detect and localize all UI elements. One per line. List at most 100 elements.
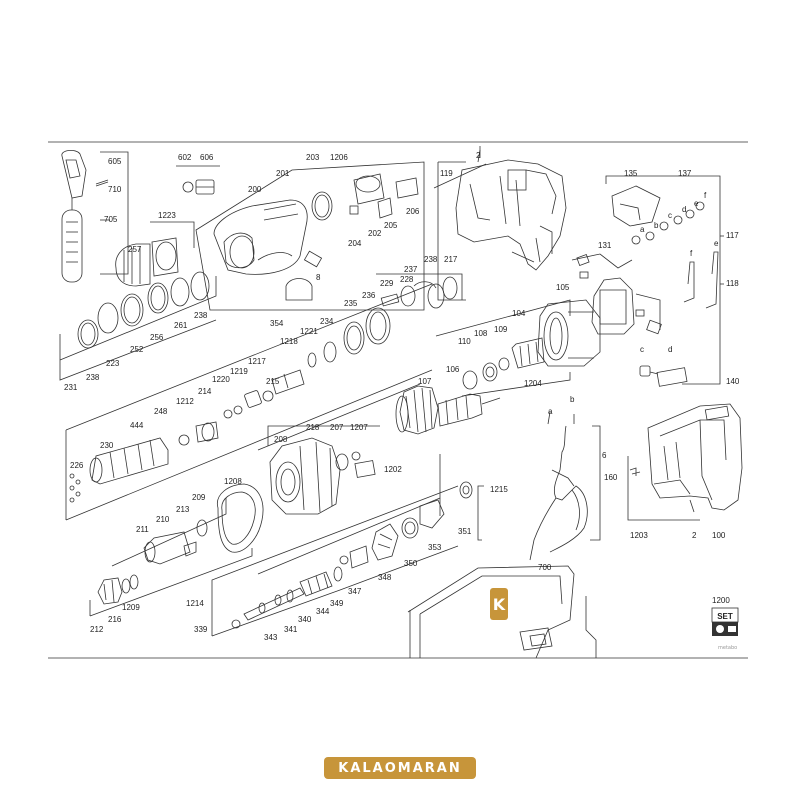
part-label-210: 210 [156, 515, 170, 524]
part-label-237: 237 [404, 265, 418, 274]
part-label-223: 223 [106, 359, 120, 368]
part-label-218: 218 [306, 423, 320, 432]
part-label-236: 236 [362, 291, 376, 300]
part-label-b2: b [570, 395, 575, 404]
part-label-104: 104 [512, 309, 526, 318]
part-label-1223: 1223 [158, 211, 176, 220]
part-label-238b: 238 [86, 373, 100, 382]
part-label-1214: 1214 [186, 599, 204, 608]
part-label-1218: 1218 [280, 337, 298, 346]
watermark-letter: K [493, 595, 506, 614]
part-label-344: 344 [316, 607, 330, 616]
part-label-444: 444 [130, 421, 144, 430]
part-label-1207: 1207 [350, 423, 368, 432]
part-label-1202: 1202 [384, 465, 402, 474]
part-label-605: 605 [108, 157, 122, 166]
part-label-217: 217 [444, 255, 458, 264]
part-label-a2: a [548, 407, 553, 416]
part-label-6: 6 [602, 451, 607, 460]
part-label-212: 212 [90, 625, 104, 634]
part-label-349: 349 [330, 599, 344, 608]
part-label-238a: 238 [194, 311, 208, 320]
part-label-228: 228 [400, 275, 414, 284]
part-label-606: 606 [200, 153, 214, 162]
part-label-350: 350 [404, 559, 418, 568]
part-label-2a: 2 [476, 151, 481, 160]
part-label-1200: 1200 [712, 596, 730, 605]
part-label-105: 105 [556, 283, 570, 292]
part-label-208: 208 [274, 435, 288, 444]
part-label-137: 137 [678, 169, 692, 178]
part-label-1208: 1208 [224, 477, 242, 486]
part-label-107: 107 [418, 377, 432, 386]
part-label-c1: c [668, 211, 672, 220]
part-label-235: 235 [344, 299, 358, 308]
part-label-204: 204 [348, 239, 362, 248]
part-label-230: 230 [100, 441, 114, 450]
set-icon-plug [728, 626, 736, 632]
part-label-229: 229 [380, 279, 394, 288]
part-label-339: 339 [194, 625, 208, 634]
part-label-f1: f [704, 191, 707, 200]
part-label-207: 207 [330, 423, 344, 432]
part-label-341: 341 [284, 625, 298, 634]
part-label-2b: 2 [692, 531, 697, 540]
part-label-206: 206 [406, 207, 420, 216]
part-label-602: 602 [178, 153, 192, 162]
part-label-1204: 1204 [524, 379, 542, 388]
part-label-234: 234 [320, 317, 334, 326]
part-label-348: 348 [378, 573, 392, 582]
part-label-109: 109 [494, 325, 508, 334]
part-label-261: 261 [174, 321, 188, 330]
diagram-lines [59, 146, 743, 659]
part-label-353: 353 [428, 543, 442, 552]
part-label-e2: e [714, 239, 719, 248]
part-label-257: 257 [128, 245, 142, 254]
part-label-238c: 238 [424, 255, 438, 264]
part-label-1215: 1215 [490, 485, 508, 494]
part-label-213: 213 [176, 505, 190, 514]
part-label-700: 700 [538, 563, 552, 572]
part-label-160: 160 [604, 473, 618, 482]
part-label-705: 705 [104, 215, 118, 224]
part-label-d2: d [668, 345, 672, 354]
part-label-201: 201 [276, 169, 290, 178]
part-label-215: 215 [266, 377, 280, 386]
part-label-100: 100 [712, 531, 726, 540]
part-label-214: 214 [198, 387, 212, 396]
part-label-205: 205 [384, 221, 398, 230]
part-label-1212: 1212 [176, 397, 194, 406]
part-label-226: 226 [70, 461, 84, 470]
part-label-354: 354 [270, 319, 284, 328]
part-label-b1: b [654, 221, 659, 230]
part-label-203: 203 [306, 153, 320, 162]
part-label-110: 110 [458, 337, 471, 346]
part-label-347: 347 [348, 587, 362, 596]
part-label-8: 8 [316, 273, 321, 282]
part-label-256: 256 [150, 333, 164, 342]
part-label-a1: a [640, 225, 645, 234]
part-label-1203: 1203 [630, 531, 648, 540]
part-label-248: 248 [154, 407, 168, 416]
part-label-140: 140 [726, 377, 740, 386]
part-label-216: 216 [108, 615, 122, 624]
part-label-135: 135 [624, 169, 638, 178]
brand-logo-text: KALAOMARAN [338, 760, 462, 776]
footer-tag: metabo [718, 645, 738, 651]
part-label-set: SET [717, 612, 733, 621]
part-label-200: 200 [248, 185, 262, 194]
part-label-710: 710 [108, 185, 122, 194]
watermark-box [490, 588, 508, 620]
part-label-f2: f [690, 249, 693, 258]
part-label-1206: 1206 [330, 153, 348, 162]
part-label-131: 131 [598, 241, 612, 250]
part-label-c2: c [640, 345, 644, 354]
set-icon-dot [716, 625, 724, 633]
part-label-1217: 1217 [248, 357, 266, 366]
part-label-e1: e [694, 199, 699, 208]
part-label-231: 231 [64, 383, 78, 392]
part-label-202: 202 [368, 229, 382, 238]
part-label-118: 118 [726, 279, 739, 288]
part-label-343: 343 [264, 633, 278, 642]
